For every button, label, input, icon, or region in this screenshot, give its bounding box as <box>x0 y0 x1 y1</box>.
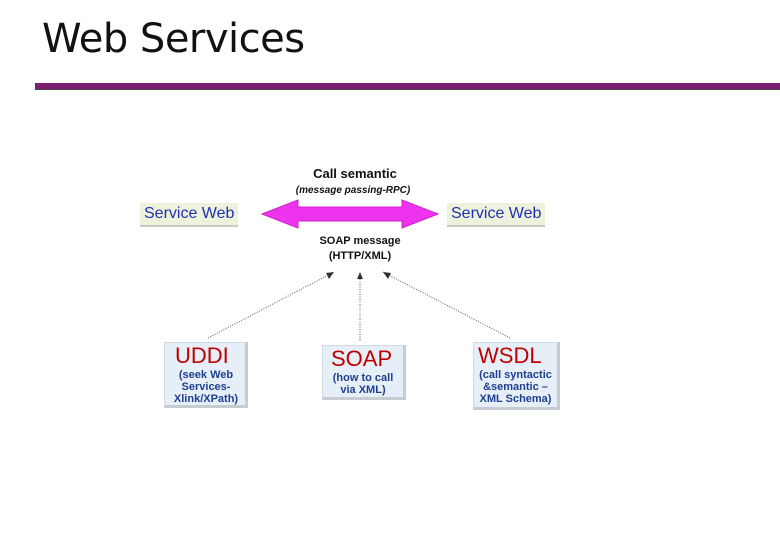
wsdl-to-soap-message-line <box>382 271 511 339</box>
http-xml-label: (HTTP/XML) <box>328 250 392 262</box>
call-semantic-label: Call semantic <box>313 166 397 181</box>
wsdl-desc: (call syntactic &semantic – XML Schema) <box>479 369 552 405</box>
call-semantic-double-arrow <box>260 199 440 229</box>
soap-arrowhead <box>357 272 363 279</box>
uddi-name: UDDI <box>175 343 229 368</box>
wsdl-arrowhead <box>383 272 391 279</box>
soap-name: SOAP <box>331 346 393 371</box>
service-web-right: Service Web <box>447 203 546 227</box>
uddi-desc: (seek Web Services- Xlink/XPath) <box>173 369 239 405</box>
uddi-box: UDDI (seek Web Services- Xlink/XPath) <box>164 342 248 408</box>
message-passing-label: (message passing-RPC) <box>295 185 411 196</box>
soap-box: SOAP (how to call via XML) <box>322 345 406 400</box>
wsdl-box: WSDL (call syntactic &semantic – XML Sch… <box>473 342 560 410</box>
service-web-left: Service Web <box>140 203 239 227</box>
uddi-to-soap-message-line <box>207 271 335 339</box>
wsdl-name: WSDL <box>478 343 542 368</box>
uddi-arrowhead <box>326 272 334 279</box>
title-rule <box>35 83 780 90</box>
soap-desc: (how to call via XML) <box>332 372 394 396</box>
slide-title: Web Services <box>42 16 305 62</box>
soap-message-label: SOAP message <box>319 235 401 247</box>
